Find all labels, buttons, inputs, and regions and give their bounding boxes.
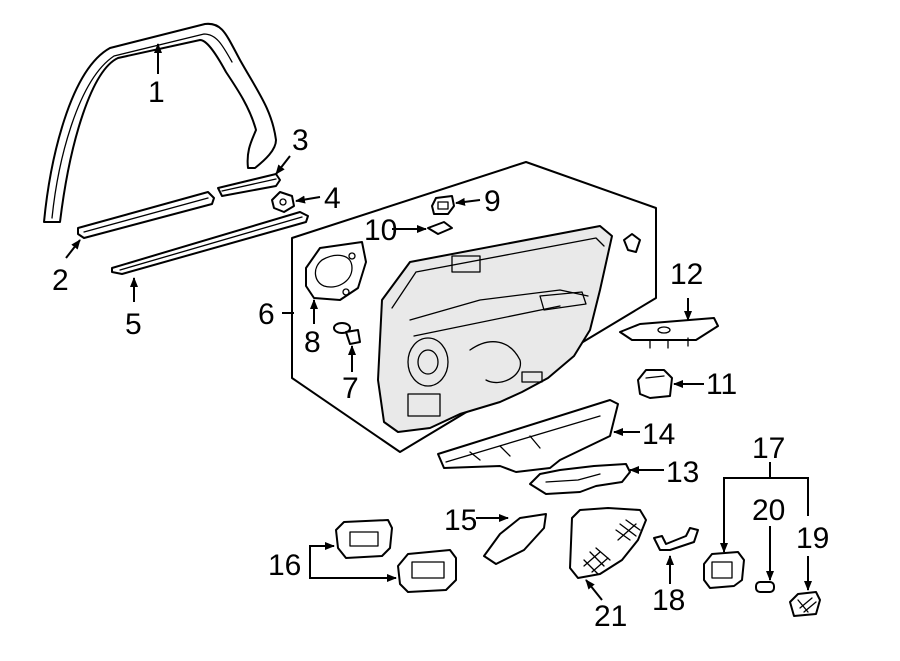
callout-17: 17 (752, 432, 785, 465)
clip (271, 191, 295, 213)
callout-2: 2 (52, 264, 69, 297)
callout-labels: 1 2 3 4 5 6 7 8 9 10 11 12 13 14 15 16 1… (52, 76, 829, 633)
callout-15: 15 (444, 504, 477, 537)
bracket-small (653, 527, 699, 551)
handle-bezels (335, 519, 457, 593)
callout-21: 21 (594, 600, 627, 633)
molding-small (217, 173, 281, 197)
callout-5: 5 (125, 308, 142, 341)
callout-9: 9 (484, 185, 501, 218)
callout-18: 18 (652, 584, 685, 617)
callout-16: 16 (268, 549, 301, 582)
window-frame-molding (43, 22, 277, 223)
handle-bezel (431, 195, 455, 215)
window-switch (637, 369, 673, 399)
callout-10: 10 (364, 214, 397, 247)
speaker-cover (305, 241, 367, 301)
belt-molding-outer (77, 191, 215, 239)
switch-panel (619, 317, 719, 349)
door-trim-panel-assembly (291, 161, 657, 453)
small-clip (427, 221, 453, 235)
callout-1: 1 (148, 76, 165, 109)
mesh-cover (569, 507, 647, 579)
belt-molding-inner (111, 211, 309, 275)
callout-19: 19 (796, 522, 829, 555)
callout-14: 14 (642, 418, 675, 451)
callout-4: 4 (324, 182, 341, 215)
armrest-panel (437, 399, 619, 473)
leader-lines (65, 43, 812, 601)
trim-piece (483, 513, 547, 565)
callout-6: 6 (258, 298, 275, 331)
callout-20: 20 (752, 494, 785, 527)
callout-12: 12 (670, 258, 703, 291)
callout-13: 13 (666, 456, 699, 489)
callout-11: 11 (706, 368, 737, 401)
callout-3: 3 (292, 124, 309, 157)
switch-lamp-group (703, 551, 821, 617)
push-retainer (333, 322, 361, 345)
bracket (623, 233, 641, 253)
callout-7: 7 (342, 372, 359, 405)
callout-8: 8 (304, 326, 321, 359)
